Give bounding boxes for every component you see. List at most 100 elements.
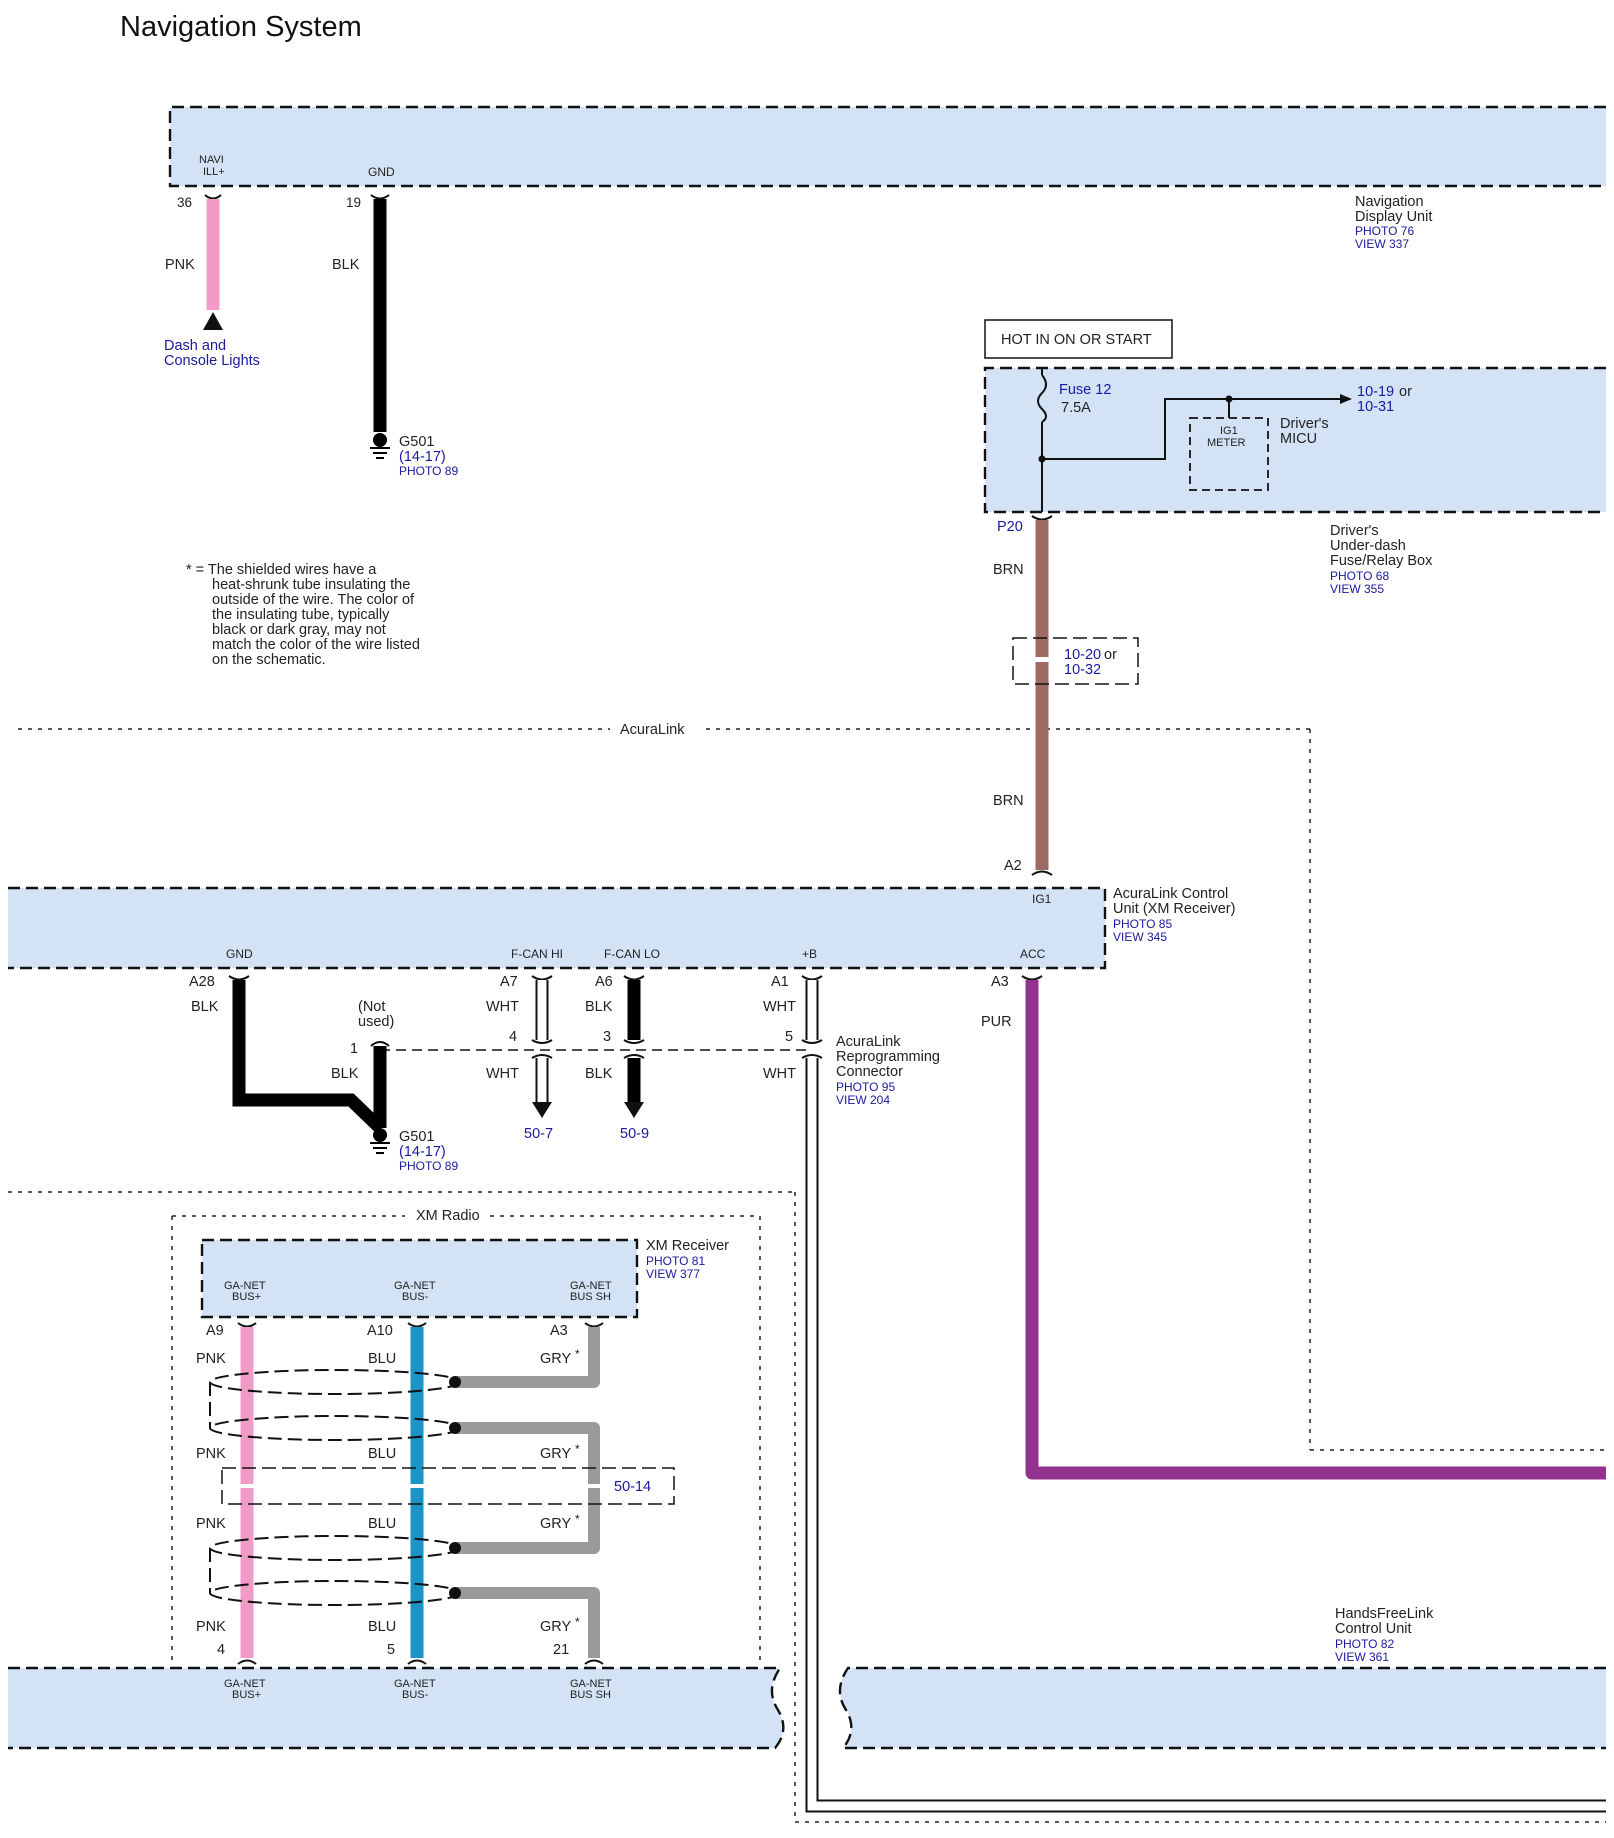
fcan-hi-pin-label: F-CAN HI — [511, 947, 563, 961]
connector-terminal — [584, 1322, 604, 1328]
connector-terminal — [407, 1659, 427, 1665]
splice-connector — [1012, 637, 1139, 685]
acuralink-region-outline — [8, 728, 1606, 1823]
a1-pin: A1 — [771, 974, 789, 990]
fuse-amps: 7.5A — [1061, 400, 1091, 416]
shield-twist — [209, 1369, 461, 1606]
connector-terminal — [801, 1039, 823, 1044]
wire-pur-acc — [1025, 980, 1606, 1480]
note-line-4: the insulating tube, typically — [212, 607, 390, 623]
acuralink-name-2: Unit (XM Receiver) — [1113, 901, 1235, 917]
acuralink-name-1: AcuraLink Control — [1113, 886, 1228, 902]
arrow-down-icon — [532, 1102, 552, 1118]
micu-ref-1: 10-19 — [1357, 384, 1394, 400]
wire-color-gry-3: GRY — [540, 1516, 571, 1532]
wire-color-gry-1: GRY — [540, 1351, 571, 1367]
splice-50-14-ref: 50-14 — [614, 1479, 651, 1495]
wire-color-pnk-2: PNK — [196, 1446, 226, 1462]
connector-terminal — [407, 1322, 427, 1328]
wire-color-blu-4: BLU — [368, 1619, 396, 1635]
xm-receiver — [200, 1238, 639, 1319]
shield-note-star: * — [575, 1512, 580, 1526]
connector-terminal — [584, 1659, 604, 1665]
arrow-right-icon — [1340, 394, 1352, 404]
pin-19-label: 19 — [346, 195, 361, 210]
fusebox-photo: PHOTO 68 — [1330, 569, 1389, 583]
dash-lights-ref: Dash and — [164, 338, 226, 354]
hfl-view: VIEW 361 — [1335, 1650, 1389, 1664]
meter-label: METER — [1207, 437, 1246, 449]
connector-terminal — [1031, 515, 1053, 521]
acuralink-control-unit — [8, 886, 1107, 970]
b-plus-pin-label: +B — [802, 947, 817, 961]
fusebox-name-3: Fuse/Relay Box — [1330, 553, 1433, 569]
not-used-2: used) — [358, 1014, 394, 1030]
micu-ref-2: 10-31 — [1357, 399, 1394, 415]
xm-name: XM Receiver — [646, 1238, 729, 1254]
wire-blk-acu-gnd — [232, 980, 385, 1133]
xm-photo: PHOTO 81 — [646, 1254, 705, 1268]
note-line-1: * = The shielded wires have a — [186, 562, 377, 578]
wire-color-pnk-1: PNK — [196, 1351, 226, 1367]
hfl-bussh-label-1: GA-NET — [570, 1678, 612, 1690]
xm-bussh-label-1: GA-NET — [570, 1280, 612, 1292]
ground-icon — [370, 1128, 390, 1154]
fusebox-name-2: Under-dash — [1330, 538, 1406, 554]
wire-color-gry-2: GRY — [540, 1446, 571, 1462]
shield-note-star: * — [575, 1347, 580, 1361]
a6-pin: A6 — [595, 974, 613, 990]
wire-color-gry-4: GRY — [540, 1619, 571, 1635]
wire-color-blk-a6: BLK — [585, 999, 613, 1015]
g501-top-ref: (14-17) — [399, 449, 446, 465]
wire-gry-shield — [455, 1327, 600, 1658]
splice-ref-or: or — [1104, 647, 1117, 663]
wire-color-blk: BLK — [332, 257, 360, 273]
wire-color-wht-a7: WHT — [486, 999, 519, 1015]
handsfreelink-control-unit — [8, 1666, 1606, 1750]
xm-busm-label-1: GA-NET — [394, 1280, 436, 1292]
a3-pin: A3 — [991, 974, 1009, 990]
acuralink-view: VIEW 345 — [1113, 930, 1167, 944]
a2-pin-label: A2 — [1004, 858, 1022, 874]
shield-note-star: * — [575, 1615, 580, 1629]
splice-gap — [1034, 657, 1050, 662]
fuse-name: Fuse 12 — [1059, 382, 1111, 398]
nav-pin-ill-label: ILL+ — [203, 166, 225, 178]
wire-color-pnk-4: PNK — [196, 1619, 226, 1635]
nav-unit-photo-ref: PHOTO 76 — [1355, 224, 1414, 238]
acuralink-region-label: AcuraLink — [620, 722, 685, 738]
g501-bot-ref: (14-17) — [399, 1144, 446, 1160]
fcan-lo-pin-label: F-CAN LO — [604, 947, 660, 961]
ig1-meter-label: IG1 — [1220, 425, 1238, 437]
reprog-view: VIEW 204 — [836, 1093, 890, 1107]
hot-in-on-box — [984, 319, 1173, 359]
connector-terminal — [531, 1054, 553, 1059]
hfl-bussh-label-2: BUS SH — [570, 1689, 611, 1701]
navigation-display-unit — [168, 105, 1606, 188]
connector-terminal — [370, 1041, 390, 1047]
hfl-photo: PHOTO 82 — [1335, 1637, 1394, 1651]
reprog-pin-3: 3 — [603, 1029, 611, 1045]
nav-unit-name: Navigation — [1355, 194, 1424, 210]
hfl-busp-label-2: BUS+ — [232, 1689, 261, 1701]
wire-color-blk-a6-b: BLK — [585, 1066, 613, 1082]
wire-color-blu-3: BLU — [368, 1516, 396, 1532]
xm-busm-label-2: BUS- — [402, 1291, 429, 1303]
a7-pin: A7 — [500, 974, 518, 990]
nav-pin-navi-label: NAVI — [199, 154, 224, 166]
xm-a10-pin: A10 — [367, 1323, 393, 1339]
pin-36-label: 36 — [177, 195, 192, 210]
hfl-busm-label-1: GA-NET — [394, 1678, 436, 1690]
xm-a9-pin: A9 — [206, 1323, 224, 1339]
arrow-up-icon — [203, 312, 223, 330]
not-used-1: (Not — [358, 999, 385, 1015]
splice-ref-1: 10-20 — [1064, 647, 1101, 663]
xm-a3-pin: A3 — [550, 1323, 568, 1339]
shield-note-star: * — [575, 1442, 580, 1456]
acuralink-photo: PHOTO 85 — [1113, 917, 1172, 931]
connector-terminal — [801, 1054, 823, 1059]
wire-color-wht-a7-b: WHT — [486, 1066, 519, 1082]
xm-busp-label-1: GA-NET — [224, 1280, 266, 1292]
splice-gap — [585, 1484, 603, 1488]
